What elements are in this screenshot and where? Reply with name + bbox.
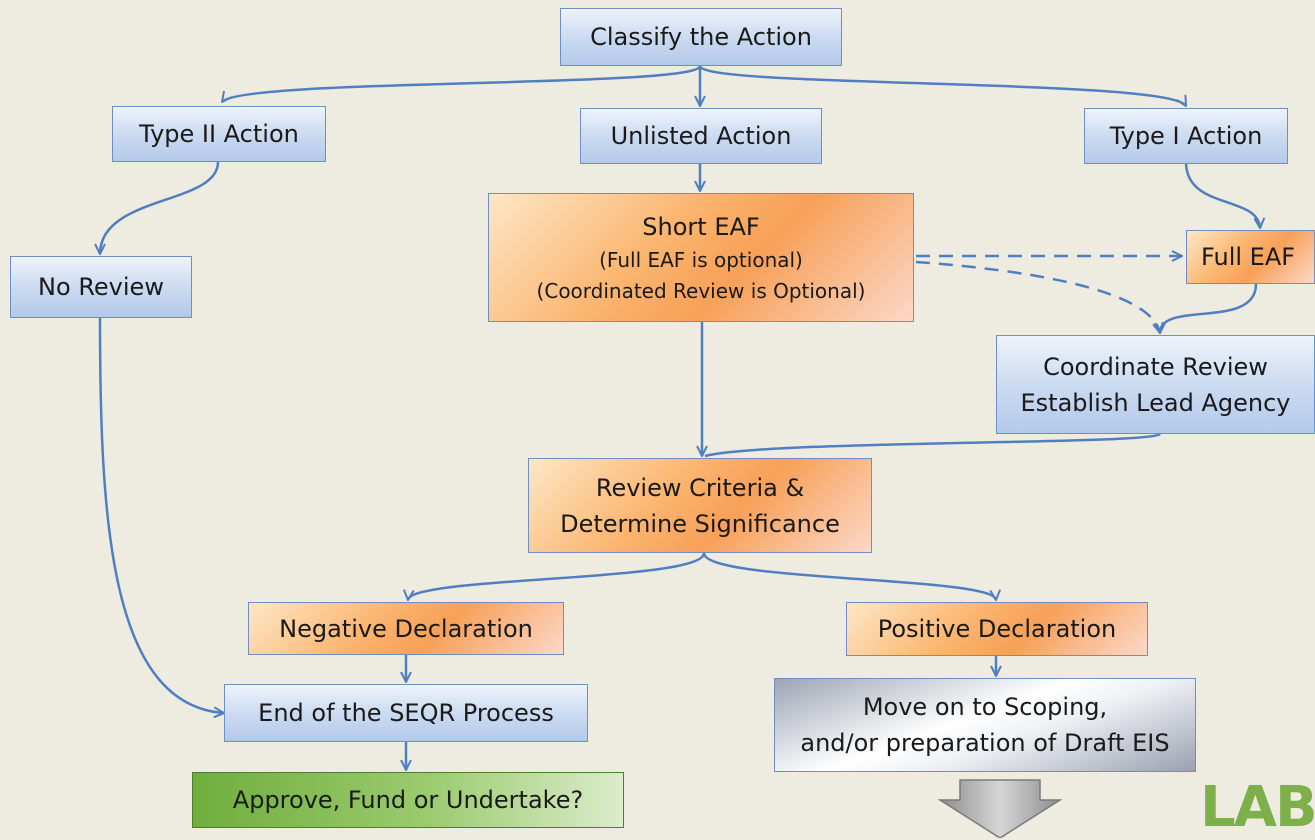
node-positive-declaration: Positive Declaration <box>846 602 1148 656</box>
connector-noreview-end <box>98 317 224 713</box>
down-arrow-icon <box>937 779 1063 838</box>
node-type-ii-action-label: Type II Action <box>139 120 299 148</box>
node-review-criteria-line2: Determine Significance <box>560 509 840 538</box>
node-coordinate-review: Coordinate Review Establish Lead Agency <box>996 335 1315 434</box>
node-move-on-scoping: Move on to Scoping, and/or preparation o… <box>774 678 1196 772</box>
node-no-review: No Review <box>10 256 192 318</box>
connector-review-negative <box>408 552 706 600</box>
node-type-i-action-label: Type I Action <box>1109 122 1263 150</box>
node-unlisted-action-label: Unlisted Action <box>610 122 792 150</box>
connector-type2-noreview <box>100 161 220 254</box>
node-short-eaf: Short EAF (Full EAF is optional) (Coordi… <box>488 193 914 322</box>
node-full-eaf: Full EAF <box>1186 230 1315 284</box>
node-review-criteria-line1: Review Criteria & <box>595 473 805 502</box>
node-end-seqr-process: End of the SEQR Process <box>224 684 588 742</box>
node-unlisted-action: Unlisted Action <box>580 108 822 164</box>
node-review-criteria: Review Criteria & Determine Significance <box>528 458 872 553</box>
node-short-eaf-note-coordinated: (Coordinated Review is Optional) <box>536 278 866 303</box>
node-negative-declaration: Negative Declaration <box>248 602 564 655</box>
node-move-on-scoping-line2: and/or preparation of Draft EIS <box>800 729 1170 757</box>
connector-classify-type2 <box>222 64 702 102</box>
node-approve-fund-undertake: Approve, Fund or Undertake? <box>192 772 624 828</box>
connector-classify-type1 <box>698 64 1186 106</box>
node-type-ii-action: Type II Action <box>112 106 326 162</box>
node-full-eaf-label: Full EAF <box>1201 243 1296 271</box>
node-short-eaf-note-full: (Full EAF is optional) <box>599 247 803 272</box>
node-coordinate-review-line1: Coordinate Review <box>1043 352 1268 381</box>
connector-coordinate-review <box>704 432 1161 458</box>
node-classify-action-label: Classify the Action <box>590 23 812 51</box>
node-classify-action: Classify the Action <box>560 8 842 66</box>
node-short-eaf-title: Short EAF <box>642 212 760 241</box>
node-negative-declaration-label: Negative Declaration <box>279 614 533 643</box>
node-approve-fund-undertake-label: Approve, Fund or Undertake? <box>232 786 584 814</box>
node-positive-declaration-label: Positive Declaration <box>877 615 1117 643</box>
node-no-review-label: No Review <box>38 273 164 301</box>
node-move-on-scoping-line1: Move on to Scoping, <box>862 693 1108 721</box>
connector-fulleaf-coordinate <box>1160 283 1258 333</box>
connector-review-positive <box>702 552 996 600</box>
node-type-i-action: Type I Action <box>1084 108 1288 164</box>
brand-logo: LABE <box>1200 775 1315 840</box>
connector-type1-fulleaf <box>1184 161 1260 228</box>
node-end-seqr-process-label: End of the SEQR Process <box>258 699 554 727</box>
connector-short-coordinate-dashed <box>915 260 1160 333</box>
node-coordinate-review-line2: Establish Lead Agency <box>1020 388 1291 417</box>
